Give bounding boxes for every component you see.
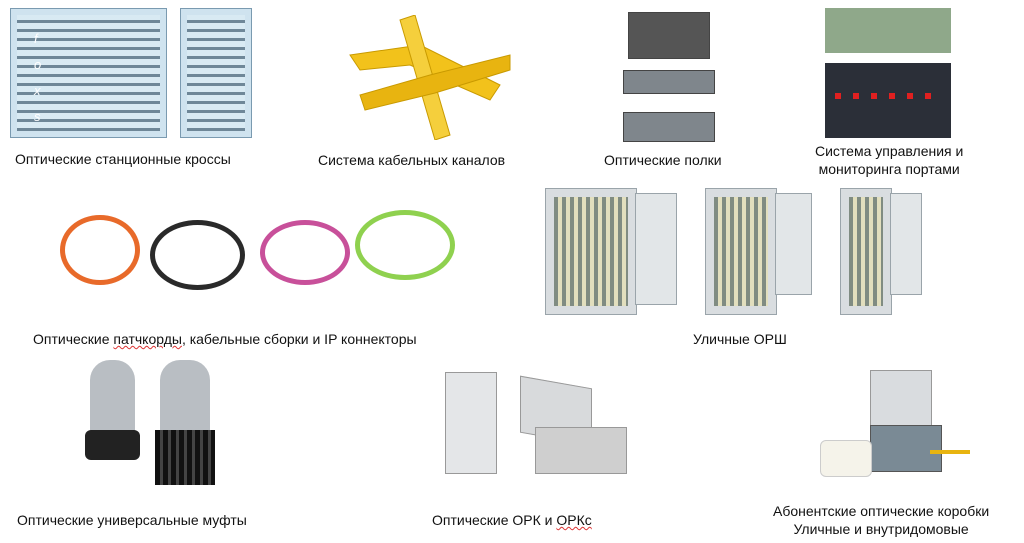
port-management-image [825, 8, 951, 138]
caption-line: Абонентские оптические коробки [773, 503, 990, 519]
caption-shelves: Оптические полки [604, 152, 722, 168]
caption-cable-channels: Система кабельных каналов [318, 152, 506, 168]
logo-letter: f [34, 31, 38, 46]
station-cross-image: f o x s [10, 8, 252, 138]
caption-part: , кабельные сборки и IP коннекторы [181, 331, 417, 347]
logo-letter: s [34, 109, 41, 124]
caption-part: ОРКс [556, 512, 592, 528]
caption-part: Оптические ОРК и [432, 512, 557, 528]
logo-letter: x [34, 83, 41, 98]
caption-part: патчкорды [113, 331, 182, 347]
caption-port-management: Система управления и мониторинга портами [815, 142, 963, 178]
caption-line: мониторинга портами [818, 161, 960, 177]
street-cabinets-image [545, 183, 925, 318]
subscriber-boxes-image [820, 370, 970, 485]
shelves-image [618, 12, 718, 142]
closures-image [85, 360, 225, 485]
caption-ork: Оптические ОРК и ОРКс [432, 511, 592, 529]
caption-station-cross: Оптические станционные кроссы [15, 151, 231, 167]
caption-patchcords: Оптические патчкорды, кабельные сборки и… [33, 330, 417, 348]
cable-channels-image [349, 15, 511, 140]
caption-subscriber-boxes: Абонентские оптические коробки Уличные и… [773, 502, 989, 538]
caption-part: Оптические [33, 331, 114, 347]
ork-image [435, 372, 635, 482]
caption-line: Система управления и [815, 143, 964, 159]
patchcords-image [50, 205, 455, 305]
caption-street-orsh: Уличные ОРШ [693, 331, 787, 347]
caption-line: Уличные и внутридомовые [793, 521, 969, 537]
logo-letter: o [34, 57, 42, 72]
caption-closures: Оптические универсальные муфты [17, 512, 247, 528]
